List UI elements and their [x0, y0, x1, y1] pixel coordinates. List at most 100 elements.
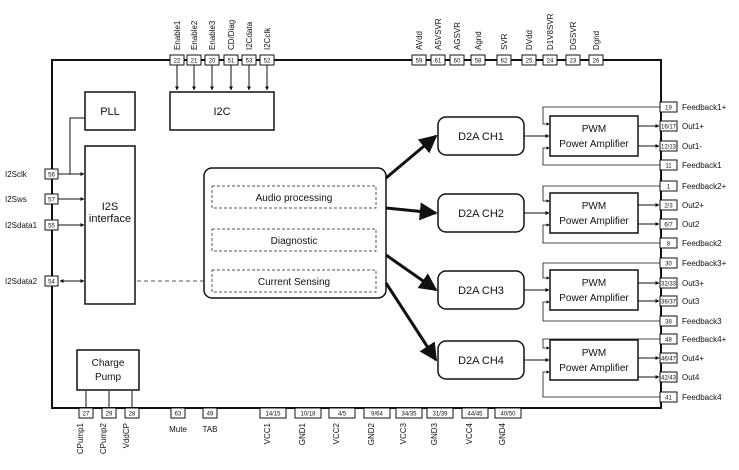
pin-label: Feedback2+	[682, 182, 727, 191]
pin-box	[659, 199, 678, 211]
audio-processing-label: Audio processing	[256, 193, 333, 204]
pin-label: Feedback4+	[682, 335, 727, 344]
pwm-label-line1: PWM	[582, 124, 606, 135]
pin-number: 49	[207, 412, 214, 418]
pin-number: 55	[48, 224, 55, 230]
pin-number: 11	[665, 164, 672, 170]
diagnostic-box	[211, 228, 377, 252]
diagnostic-label: Diagnostic	[271, 236, 318, 247]
pin-label: Feedback1	[682, 161, 722, 170]
pin-number: 25	[526, 59, 533, 65]
pin-number: 59	[416, 59, 423, 65]
pin-number: 21	[191, 59, 198, 65]
pin-box	[659, 120, 678, 132]
pll-block	[84, 91, 136, 131]
pin-label: D1V8SVR	[546, 13, 555, 50]
pin-label: GND2	[367, 422, 376, 445]
pin-box	[411, 54, 427, 66]
i2s-label-line2: interface	[89, 213, 131, 225]
pin-number: 28	[129, 412, 136, 418]
pin-box	[588, 54, 604, 66]
pin-number: 60	[454, 59, 461, 65]
pin-number: 29	[106, 412, 113, 418]
pin-box	[659, 277, 678, 289]
pin-box	[494, 407, 522, 419]
i2s-label-line1: I2S	[102, 201, 119, 213]
pin-box	[363, 407, 391, 419]
pin-number: 23	[570, 59, 577, 65]
feedback-minus-line	[542, 300, 660, 322]
pin-label: Out4+	[682, 354, 704, 363]
pwm-label-line2: Power Amplifier	[559, 139, 629, 150]
charge-pump-label-line1: Charge	[92, 358, 125, 369]
pin-number: 31/39	[432, 412, 448, 418]
pin-number: 48	[665, 338, 672, 344]
charge-pump-block	[76, 349, 140, 391]
pin-label: Mute	[169, 425, 187, 434]
pin-label: Out1+	[682, 122, 704, 131]
pin-label: Enable1	[173, 20, 182, 50]
pin-label: Out1-	[682, 142, 702, 151]
current-sensing-box	[211, 269, 377, 293]
pin-label: I2Sws	[5, 195, 27, 204]
pin-box	[521, 54, 537, 66]
pin-label: I2Sdata2	[5, 277, 38, 286]
pin-number: 57	[48, 198, 55, 204]
left-pin: 55 I2Sdata1	[5, 219, 85, 231]
pin-box	[259, 407, 287, 419]
top-pins: 22Enable121Enable220Enable351CD/Diag53I2…	[169, 13, 604, 91]
pin-label: Out2	[682, 220, 700, 229]
d2a-label: D2A CH3	[458, 285, 504, 297]
dsp-to-d2a-arrow	[385, 202, 438, 221]
pin-box	[430, 54, 446, 66]
pin-number: 54	[48, 280, 55, 286]
pin-number: 56	[48, 173, 55, 179]
pin-label: CD/Diag	[227, 20, 236, 50]
pin-label: VCC4	[465, 422, 474, 444]
bottom-pins: 27CPump129CPump228VddCP63Mute49TAB14/15V…	[76, 391, 522, 454]
pin-number: 8	[667, 242, 671, 248]
pin-number: 26	[593, 59, 600, 65]
pwm-label-line1: PWM	[582, 201, 606, 212]
pin-label: VddCP	[122, 423, 131, 448]
current-sensing-label: Current Sensing	[258, 277, 330, 288]
pin-number: 32/33	[661, 282, 677, 288]
pin-label: I2Sdata1	[5, 221, 38, 230]
pin-number: 9/64	[371, 412, 383, 418]
pin-number: 46/47	[661, 357, 677, 363]
pin-label: I2Cclk	[263, 27, 272, 50]
pin-number: 6/7	[664, 223, 673, 229]
pin-label: Out2+	[682, 201, 704, 210]
dsp-to-d2a-arrow	[385, 134, 438, 180]
pin-number: 51	[228, 59, 235, 65]
pin-label: Feedback3	[682, 317, 722, 326]
pin-label: Out4	[682, 373, 700, 382]
pin-box	[170, 407, 186, 419]
charge-pump-label-line2: Pump	[95, 372, 122, 383]
pwm-amplifier-block	[549, 192, 639, 234]
top-pin: 51 CD/Diag	[223, 20, 239, 91]
pin-number: 14/15	[265, 412, 281, 418]
d2a-label: D2A CH1	[458, 131, 504, 143]
pin-number: 38	[665, 320, 672, 326]
pin-label: Feedback2	[682, 239, 722, 248]
pin-number: 62	[501, 59, 508, 65]
chip-outline	[51, 59, 662, 409]
